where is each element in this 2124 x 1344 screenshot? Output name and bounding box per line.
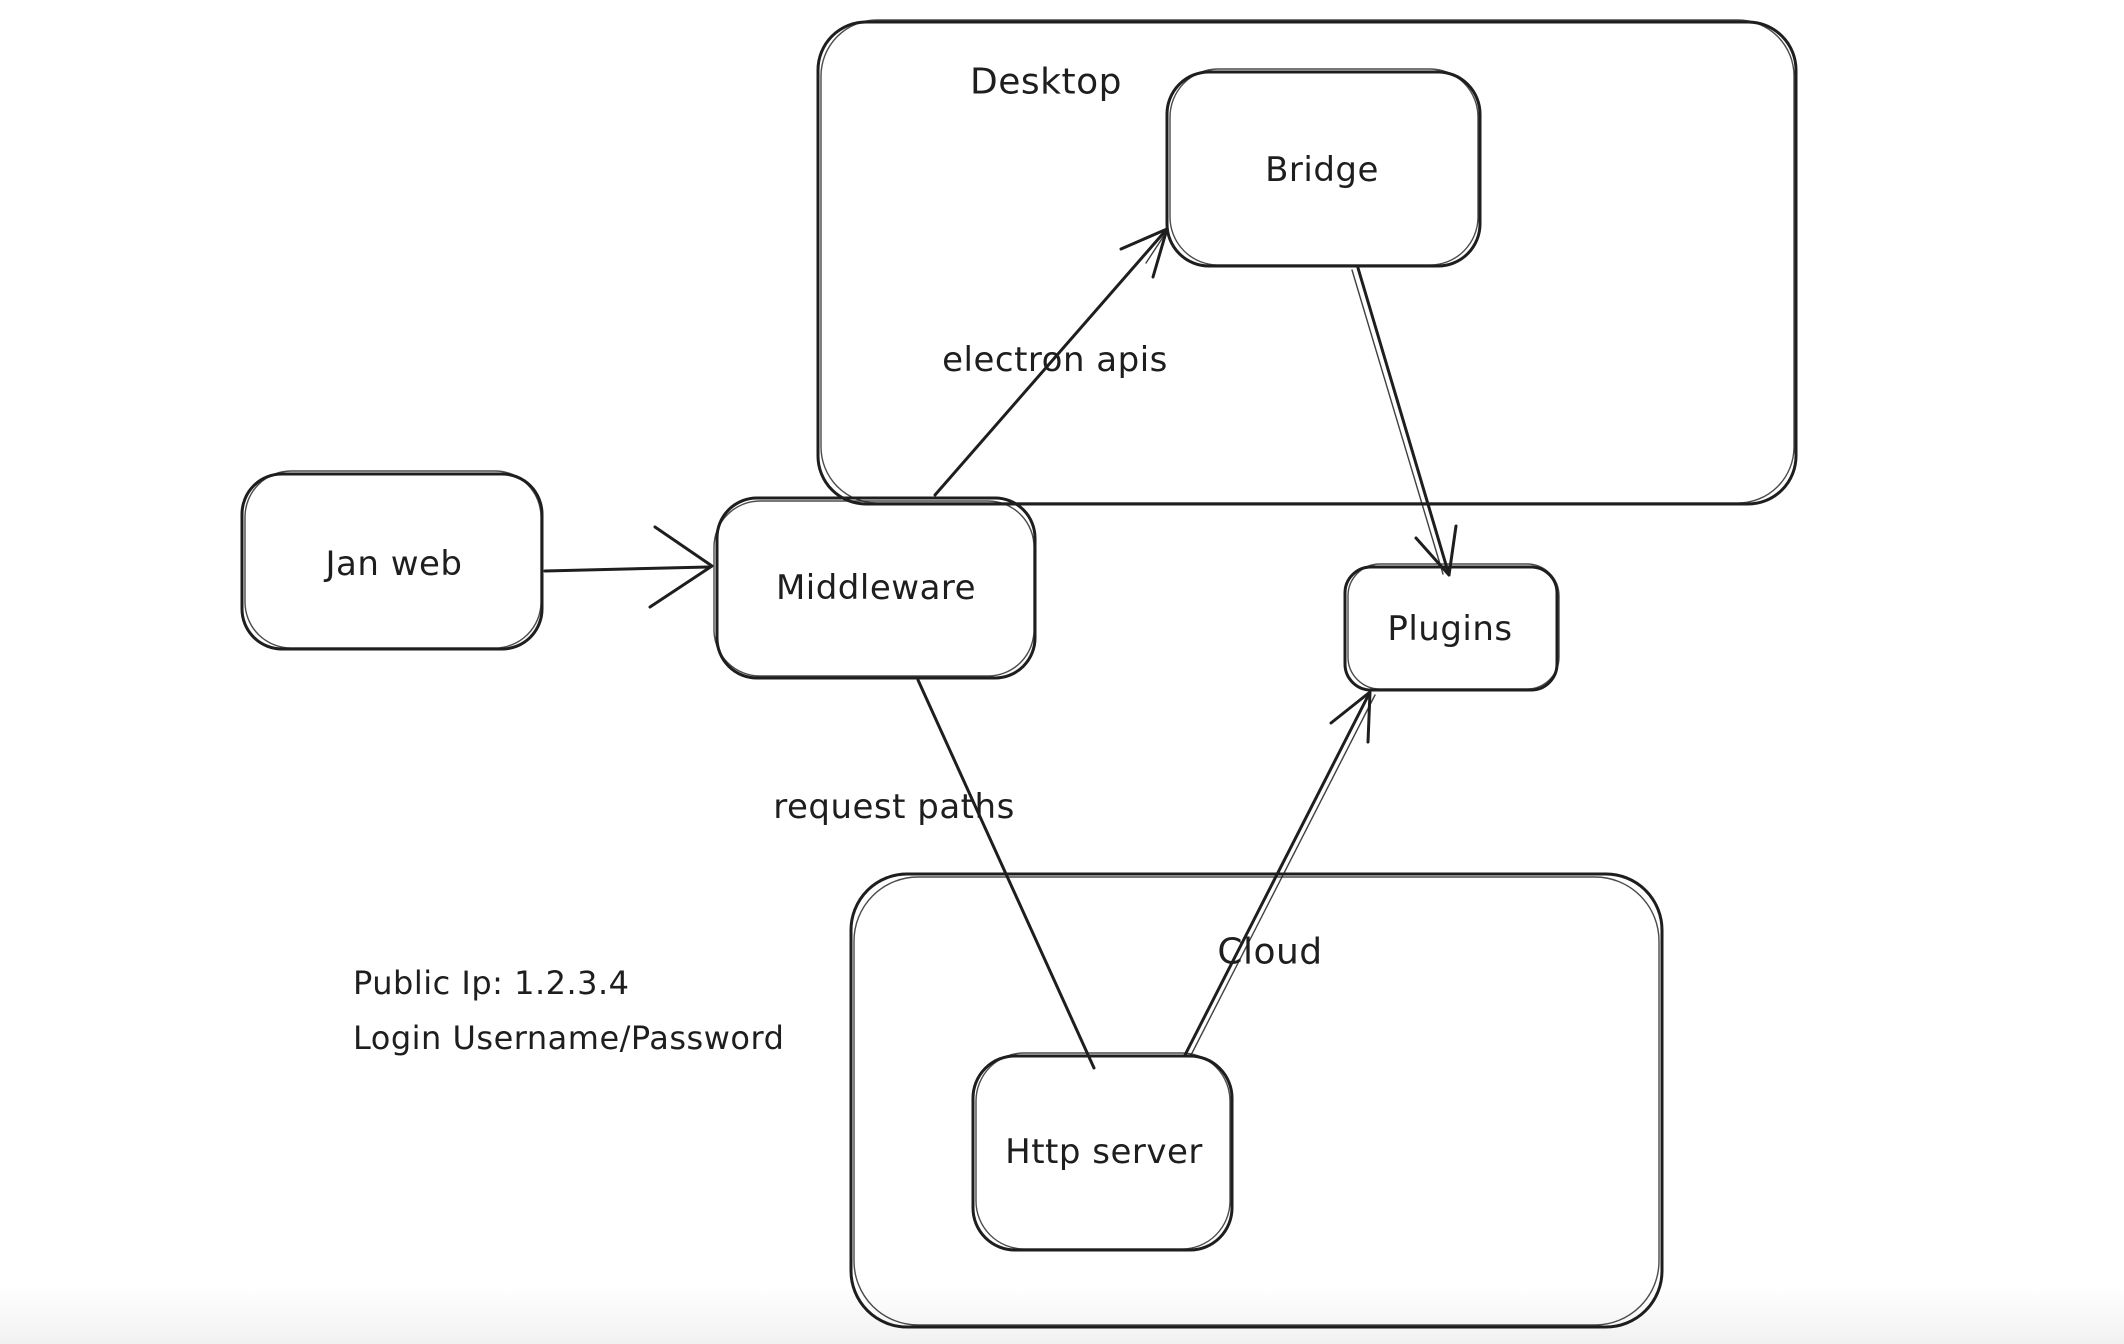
middleware-node-label: Middleware [775, 568, 977, 608]
edge-middleware-bridge-line [933, 227, 1169, 497]
edge-httpserver-plugins-overstroke [1189, 694, 1376, 1058]
edge-middleware-bridge-arrowhead [1119, 227, 1169, 279]
public-ip-note: Public Ip: 1.2.3.4 [353, 964, 630, 1002]
edge-janweb-to-middleware[interactable] [543, 525, 714, 609]
edge-bridge-plugins-arrowhead [1414, 524, 1458, 577]
cloud-container-box[interactable] [849, 872, 1664, 1329]
jan-web-node-box[interactable] [240, 470, 544, 651]
request-paths-edge-label: request paths [773, 787, 1015, 827]
desktop-box-overstroke [820, 19, 1795, 504]
desktop-box-stroke [816, 20, 1798, 506]
plugins-box-overstroke [1347, 563, 1560, 690]
http-server-box-overstroke [975, 1052, 1231, 1250]
middleware-box-overstroke [713, 500, 1035, 677]
http-server-node-label: Http server [1005, 1132, 1203, 1172]
plugins-node-label: Plugins [1387, 609, 1513, 649]
edge-middleware-to-bridge[interactable] [933, 227, 1169, 497]
edge-middleware-httpserver-line [916, 678, 1096, 1070]
bridge-box-overstroke [1169, 68, 1479, 266]
edge-janweb-middleware-line [543, 565, 710, 573]
jan-web-node-label: Jan web [325, 544, 463, 584]
cloud-container-label: Cloud [1217, 931, 1323, 973]
edge-middleware-bridge-overstroke [1145, 230, 1168, 264]
jan-web-box-overstroke [244, 470, 542, 649]
bridge-node-box[interactable] [1165, 68, 1482, 268]
bridge-box-stroke [1165, 70, 1482, 268]
http-server-box-stroke [971, 1054, 1234, 1252]
jan-web-box-stroke [240, 472, 544, 651]
edge-janweb-middleware-arrowhead [648, 525, 714, 609]
middleware-box-stroke [715, 496, 1037, 680]
middleware-node-box[interactable] [713, 496, 1037, 680]
cloud-box-stroke [849, 872, 1664, 1329]
edge-httpserver-plugins-arrowhead [1329, 690, 1372, 744]
electron-apis-edge-label: electron apis [942, 340, 1168, 380]
edge-bridge-plugins-line [1356, 266, 1451, 577]
edge-httpserver-plugins-line [1183, 690, 1372, 1057]
cloud-box-overstroke [853, 876, 1660, 1326]
desktop-container-box[interactable] [816, 19, 1798, 506]
edge-httpserver-to-plugins[interactable] [1183, 690, 1376, 1058]
edge-bridge-plugins-overstroke [1351, 269, 1444, 575]
login-credentials-note: Login Username/Password [353, 1019, 785, 1057]
desktop-container-label: Desktop [970, 61, 1122, 103]
bridge-node-label: Bridge [1265, 150, 1379, 190]
http-server-node-box[interactable] [971, 1052, 1234, 1252]
edge-bridge-to-plugins[interactable] [1351, 266, 1458, 577]
edge-middleware-to-httpserver[interactable] [916, 678, 1096, 1070]
